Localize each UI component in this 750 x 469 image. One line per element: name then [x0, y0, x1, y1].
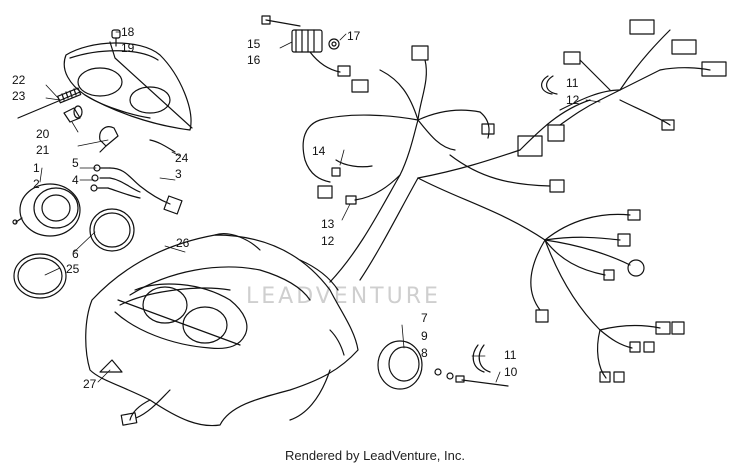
grommet-ring [541, 75, 558, 95]
callout-16: 15 [247, 37, 261, 51]
callout-3: 3 [175, 167, 182, 181]
speedometer [12, 183, 81, 237]
callout-5: 5 [72, 156, 79, 170]
dash-panel [85, 233, 359, 427]
callout-24: 23 [12, 89, 26, 103]
callout-9: 9 [421, 329, 428, 343]
callout-15: 14 [312, 144, 326, 158]
callout-6: 6 [72, 247, 79, 261]
callout-14: 13 [321, 217, 335, 231]
callout-12: 12 [566, 93, 580, 107]
callout-2: 2 [33, 177, 40, 191]
callout-10: 10 [504, 365, 518, 379]
leader-lines [39, 31, 601, 383]
callout-13: 12 [321, 234, 335, 248]
callout-19: 18 [121, 25, 135, 39]
callout-11-bottom: 11 [504, 348, 517, 362]
callout-22: 21 [36, 143, 50, 157]
callout-4: 4 [72, 173, 79, 187]
callout-17: 16 [247, 53, 261, 67]
harness-12 [559, 19, 727, 131]
callout-28: 27 [83, 377, 97, 391]
callout-21: 20 [36, 127, 50, 141]
adjuster-screw [17, 87, 82, 119]
callout-11-top: 11 [566, 76, 579, 90]
voltage-regulator [261, 15, 351, 77]
bulb-socket [63, 105, 83, 123]
cable [461, 379, 509, 387]
footer-credit: Rendered by LeadVenture, Inc. [285, 448, 465, 463]
dash-connector [120, 389, 171, 426]
callout-20: 19 [121, 41, 135, 55]
lamp-lens-clip [472, 344, 491, 373]
callout-23: 22 [12, 73, 26, 87]
callout-26: 25 [66, 262, 80, 276]
callout-27: 26 [176, 236, 190, 250]
callout-25: 24 [175, 151, 189, 165]
callout-1: 1 [33, 161, 40, 175]
spring-clip [149, 139, 176, 153]
gauge-harness [90, 164, 183, 215]
watermark-text: LEADVENTURE [246, 284, 441, 309]
callout-labels: 18 19 22 23 20 21 24 5 1 4 2 3 26 6 25 2… [12, 25, 580, 391]
callout-18: 17 [347, 29, 361, 43]
bezel-ring [13, 253, 67, 299]
headlight-bulb [99, 126, 119, 153]
main-wire-harness [302, 45, 685, 383]
tail-light [377, 340, 465, 390]
gauge-ring [89, 208, 135, 252]
callout-7: 7 [421, 311, 428, 325]
callout-8: 8 [421, 346, 428, 360]
